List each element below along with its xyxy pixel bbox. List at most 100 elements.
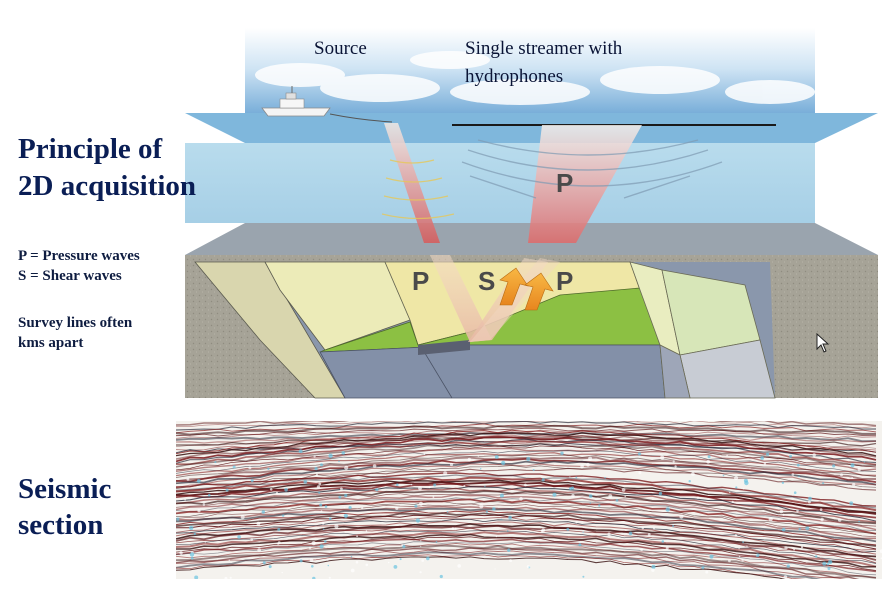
seismic-speckle [250, 479, 254, 483]
wave-label-s-rock: S [478, 266, 495, 296]
seismic-speckle [707, 455, 711, 459]
seismic-speckle [268, 565, 272, 569]
seismic-speckle [269, 488, 273, 491]
seismic-speckle [224, 576, 228, 579]
seismic-speckle [640, 548, 643, 552]
seismic-speckle [742, 487, 745, 490]
seismic-speckle [566, 527, 570, 531]
seismic-speckle [508, 515, 512, 520]
seismic-speckle [418, 486, 422, 491]
seismic-speckle [316, 485, 320, 489]
seismic-speckle [229, 576, 232, 579]
seismic-reflector [176, 493, 877, 527]
seismic-reflector [176, 551, 823, 579]
seismic-speckle [507, 530, 509, 532]
seismic-speckle [880, 557, 882, 560]
seismic-speckle [863, 461, 866, 463]
seismic-speckle [728, 559, 731, 563]
seismic-reflector [176, 452, 877, 477]
seismic-speckle [879, 549, 882, 554]
seismic-speckle [319, 544, 324, 549]
seismic-reflector [176, 547, 860, 579]
seismic-speckle [262, 561, 266, 565]
seismic-speckle [485, 510, 488, 513]
seismic-speckle [396, 483, 399, 486]
seismic-speckle [851, 477, 854, 479]
seismic-speckle [372, 464, 377, 468]
seismic-speckle [837, 518, 842, 522]
title-principle: Principle of [18, 133, 163, 165]
seismic-speckle [454, 527, 457, 530]
seismic-speckle [647, 533, 651, 536]
seismic-speckle [319, 503, 323, 507]
seismic-reflector [176, 467, 877, 493]
seismic-speckle [575, 521, 578, 524]
seismic-speckle [449, 462, 454, 467]
seismic-speckle [779, 509, 784, 514]
seismic-reflector [176, 431, 877, 443]
seismic-speckle [318, 482, 322, 486]
seismic-section-image [176, 421, 882, 579]
seismic-speckle [808, 496, 812, 501]
seismic-reflector [176, 517, 877, 551]
seismic-speckle [204, 542, 206, 544]
seismic-speckle [541, 528, 546, 532]
seismic-reflector [176, 556, 786, 579]
seismic-reflector [176, 487, 877, 523]
seismic-speckle [189, 525, 194, 531]
legend-pressure-waves: P = Pressure waves [18, 248, 140, 264]
seismic-speckle [651, 568, 655, 572]
seismic-speckle [615, 499, 619, 502]
seismic-speckle [298, 449, 303, 453]
seismic-speckle [281, 571, 283, 574]
seismic-speckle [575, 476, 578, 479]
seismic-speckle [494, 568, 496, 570]
seismic-reflector [176, 533, 877, 568]
seismic-speckle [793, 548, 796, 551]
seismic-speckle [691, 472, 695, 476]
seismic-speckle [607, 532, 611, 536]
seismic-speckle [494, 455, 499, 459]
seismic-reflector [176, 454, 877, 479]
seismic-speckle [822, 561, 827, 566]
seismic-speckle [867, 460, 869, 462]
seismic-speckle [731, 500, 734, 503]
seismic-speckle [526, 565, 530, 569]
seismic-speckle [827, 567, 831, 571]
seismic-speckle [387, 561, 390, 564]
seismic-speckle [641, 527, 644, 530]
seismic-speckle [738, 548, 740, 550]
seismic-speckle [250, 538, 254, 541]
seismic-speckle [638, 471, 642, 475]
seismic-speckle [393, 565, 398, 569]
seismic-speckle [857, 468, 861, 472]
seismic-reflector [176, 465, 877, 489]
seismic-reflector [176, 544, 877, 579]
seismic-speckle [421, 559, 424, 562]
seismic-speckle [311, 541, 316, 546]
seismic-reflector [176, 518, 877, 553]
seismic-reflector [176, 421, 877, 427]
seismic-speckle [329, 517, 332, 520]
seismic-reflector [176, 474, 877, 509]
seismic-speckle [669, 563, 671, 566]
seismic-speckle [426, 556, 430, 561]
seismic-speckle [628, 531, 633, 536]
seismic-speckle [420, 545, 422, 547]
seismic-speckle [446, 511, 449, 513]
seismic-speckle [248, 466, 252, 470]
seismic-reflector [176, 442, 877, 468]
seismic-speckle [232, 465, 236, 469]
seismic-speckle [189, 552, 195, 557]
seismic-speckle [672, 525, 675, 527]
seismic-speckle [361, 507, 364, 510]
seismic-speckle [763, 462, 767, 465]
seismic-reflector [176, 481, 877, 515]
seismic-speckle [225, 488, 229, 492]
seismic-speckle [214, 461, 217, 464]
seismic-speckle [320, 510, 323, 512]
seismic-speckle [399, 558, 402, 561]
seismic-speckle [658, 491, 663, 496]
seismic-speckle [477, 455, 479, 457]
seismic-speckle [781, 527, 786, 532]
